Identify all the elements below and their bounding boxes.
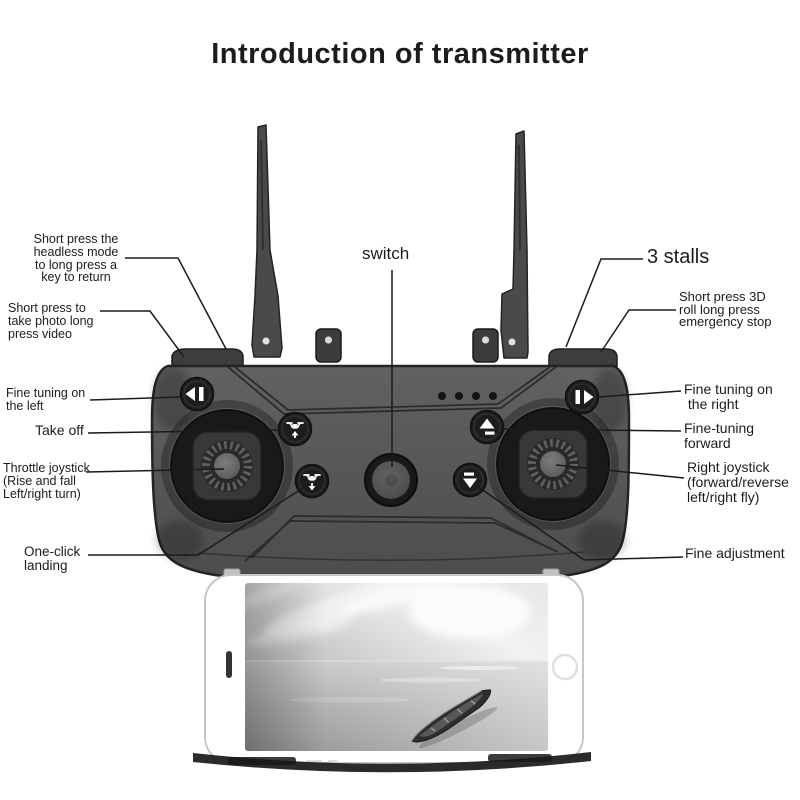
fine-adjustment-button <box>452 462 488 498</box>
callout-photo-video <box>100 310 185 358</box>
callout-fine-tuning-forward <box>502 428 682 432</box>
right-antenna <box>500 130 529 359</box>
label-fine-adjustment: Fine adjustment <box>685 545 785 561</box>
upper-accent-line <box>234 366 551 411</box>
callout-headless-mode <box>125 257 227 350</box>
callout-three-stalls <box>565 258 643 348</box>
label-switch: switch <box>362 244 410 263</box>
boat <box>411 689 498 749</box>
lower-accent-line-2 <box>244 520 559 562</box>
bottom-seam-line <box>197 551 586 561</box>
left-antenna <box>251 124 283 358</box>
fine-tuning-right-button <box>564 379 600 415</box>
callout-one-click-landing <box>88 482 312 556</box>
up-triangle-bar-icon <box>479 418 495 435</box>
horizon-line <box>245 660 548 662</box>
callout-fine-tuning-left <box>89 396 182 401</box>
status-led-row <box>438 392 497 400</box>
down-triangle-bar-icon <box>463 472 477 488</box>
callout-right-joystick <box>555 464 685 479</box>
fine-tuning-left-button <box>179 376 215 412</box>
take-off-button <box>277 411 313 447</box>
one-click-landing-button <box>294 463 330 499</box>
holder-clamp-bar <box>193 752 591 773</box>
right-holder-hinge <box>472 328 499 363</box>
body-corner-shading <box>153 366 628 560</box>
label-fine-tuning-right: Fine tuning on the right <box>684 381 773 412</box>
left-triangle-bar-icon <box>185 387 204 401</box>
phone-earpiece <box>226 651 232 678</box>
clamp-pad <box>228 757 296 765</box>
label-take-off: Take off <box>35 422 84 438</box>
phone-screen <box>245 583 548 751</box>
callout-throttle-joystick <box>85 468 225 473</box>
left-antenna-screw <box>262 337 270 345</box>
callout-fine-tuning-right <box>597 390 682 398</box>
right-shoulder-button <box>548 348 618 367</box>
switch-button <box>364 453 418 507</box>
phone-in-holder <box>193 568 591 773</box>
right-triangle-bar-icon <box>575 390 594 404</box>
fine-tuning-forward-button <box>469 409 505 445</box>
label-three-stalls: 3 stalls <box>647 246 710 268</box>
callout-3d-roll <box>600 309 676 353</box>
callout-take-off <box>87 429 280 434</box>
drone-up-arrow-icon <box>286 422 304 438</box>
phone-home-button <box>551 653 579 681</box>
right-joystick <box>491 402 615 526</box>
drone-down-arrow-icon <box>303 474 321 491</box>
phone-side-button <box>328 760 338 763</box>
page-title: Introduction of transmitter <box>211 38 589 70</box>
clamp-pad <box>488 754 552 762</box>
left-holder-hinge <box>315 328 342 363</box>
right-antenna-screw <box>508 338 516 346</box>
left-shoulder-button <box>171 348 244 367</box>
callout-lines <box>85 257 685 561</box>
callout-fine-adjustment <box>473 483 684 561</box>
